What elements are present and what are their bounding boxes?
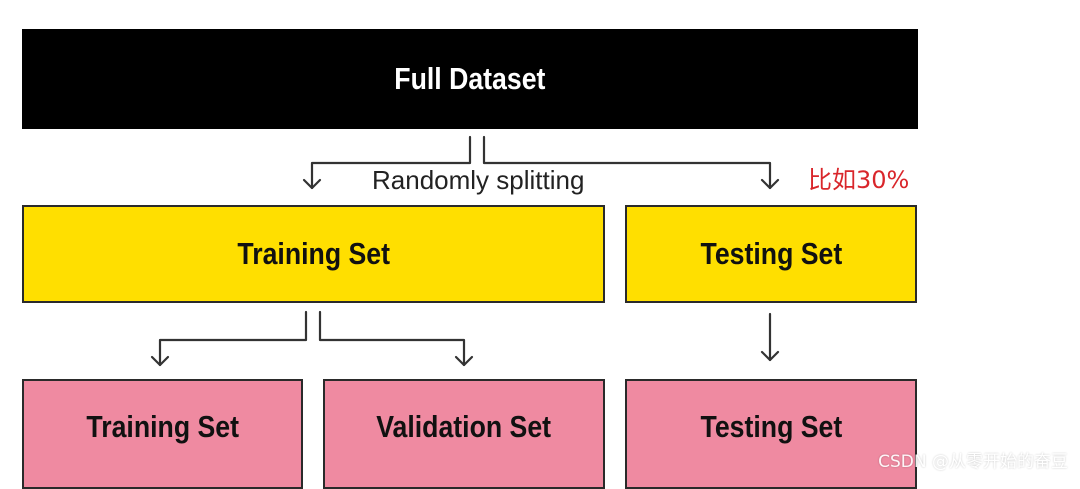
validation-set-label: Validation Set [376, 409, 552, 444]
arrowhead-testing [760, 178, 780, 190]
connector-full-to-training [310, 135, 472, 190]
training-subset-box: Training Set [22, 379, 303, 489]
connector-full-to-testing [482, 135, 772, 190]
arrowhead-validation [454, 355, 474, 367]
connector-training-to-validation [318, 310, 466, 367]
testing-subset-label: Testing Set [700, 409, 842, 444]
randomly-splitting-label: Randomly splitting [372, 165, 585, 195]
arrowhead-training2 [150, 355, 170, 367]
validation-set-box: Validation Set [323, 379, 605, 489]
testing-set-box: Testing Set [625, 205, 917, 303]
arrowhead-training [302, 178, 322, 190]
testing-set-label: Testing Set [700, 236, 842, 271]
training-subset-label: Training Set [86, 409, 239, 444]
arrowhead-testing2 [760, 350, 780, 362]
watermark: CSDN @从零开始的奋豆 [878, 452, 1068, 472]
connector-lines [150, 135, 780, 367]
full-dataset-label: Full Dataset [394, 61, 546, 96]
full-dataset-box: Full Dataset [22, 29, 918, 129]
percentage-note: 比如30% [808, 166, 910, 194]
testing-subset-box: Testing Set [625, 379, 917, 489]
training-set-box: Training Set [22, 205, 605, 303]
connector-training-to-training2 [158, 310, 308, 367]
training-set-label: Training Set [237, 236, 390, 271]
